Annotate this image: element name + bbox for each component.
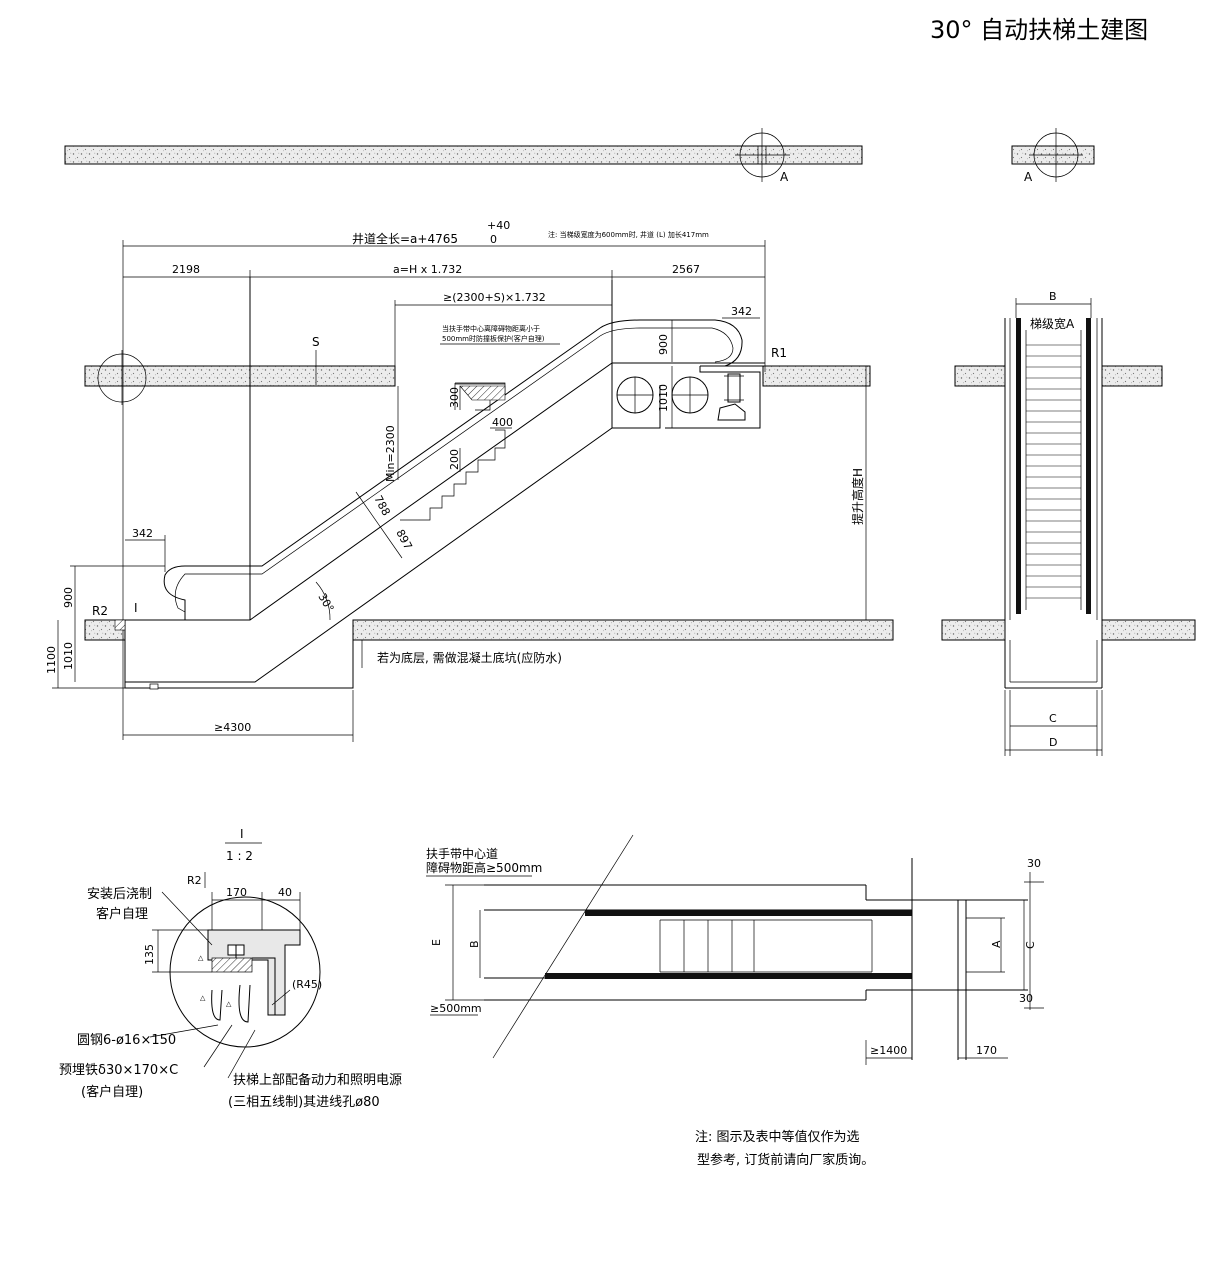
truss-top-chord [185, 362, 765, 621]
dim-897: 897 [393, 527, 414, 552]
dim-2300s: ≥(2300+S)×1.732 [443, 291, 546, 304]
detail-power-1: 扶梯上部配备动力和照明电源 [233, 1072, 402, 1088]
lower-floor-slab-right [352, 619, 894, 641]
dim-900-top: 900 [657, 334, 670, 355]
plan-clear-note-2: 障碍物距高≥500mm [426, 860, 542, 875]
elevation-view: 井道全长=a+4765 +40 0 注: 当梯级宽度为600mm时, 井道 (L… [45, 219, 894, 742]
plan-dim-a: A [990, 940, 1003, 948]
dim-342-top: 342 [731, 305, 752, 318]
page-title: 30° 自动扶梯土建图 [930, 16, 1148, 44]
label-s: S [312, 335, 320, 349]
dim-2567: 2567 [672, 263, 700, 276]
detail-plate-2: (客户自理) [81, 1084, 143, 1100]
detail-cast-note-1: 安装后浇制 [87, 887, 152, 902]
detail-r2: R2 [187, 874, 202, 887]
cs-step-width: 梯级宽A [1030, 316, 1075, 331]
detail-scale: 1 : 2 [226, 849, 253, 863]
upper-landing-slab [762, 365, 871, 387]
detail-i-view: I 1 : 2 △ △ △ R2 170 40 135 (R45) 安装后浇制 … [59, 827, 402, 1110]
plan-clear-note-1: 扶手带中心道 [426, 846, 498, 861]
dim-4300: ≥4300 [214, 721, 251, 734]
plan-dim-500: ≥500mm [430, 1002, 482, 1015]
cs-dim-d: D [1049, 736, 1057, 749]
svg-text:△: △ [226, 1000, 232, 1008]
small-slab-strip: A [1011, 128, 1095, 184]
detail-d135: 135 [143, 944, 156, 965]
dim-342-bottom: 342 [132, 527, 153, 540]
svg-text:△: △ [200, 994, 206, 1002]
cs-dim-b: B [1049, 290, 1057, 303]
plan-dim-170: 170 [976, 1044, 997, 1057]
dim-tolerance-upper: +40 [487, 219, 510, 232]
svg-text:△: △ [198, 954, 204, 962]
cross-section-view: B 梯级宽A C D [941, 290, 1196, 756]
top-slab-strip: A [64, 128, 863, 184]
label-i: I [134, 601, 138, 615]
angle-label: 30° [315, 591, 336, 614]
dim-788: 788 [371, 493, 392, 518]
cs-dim-c: C [1049, 712, 1057, 725]
plan-dim-b: B [468, 940, 481, 948]
plan-dim-1400: ≥1400 [870, 1044, 907, 1057]
plan-dim-c: C [1024, 941, 1037, 949]
section-marker-a-left: A [780, 170, 789, 184]
note-line-2: 型参考, 订货前请向厂家质询。 [697, 1152, 874, 1168]
detail-power-2: (三相五线制)其进线孔ø80 [228, 1095, 380, 1110]
pit-note: 若为底层, 需做混凝土底坑(应防水) [377, 650, 562, 665]
handrail-note-2: 500mm时防撞板保护(客户自理) [442, 334, 545, 343]
dim-1010-bottom: 1010 [62, 642, 75, 670]
detail-cast-note-2: 客户自理 [96, 906, 148, 922]
cross-section-steps [1026, 344, 1081, 599]
plan-dim-30-top: 30 [1027, 857, 1041, 870]
section-marker-a-right: A [1024, 170, 1033, 184]
plan-dim-30-bottom: 30 [1019, 992, 1033, 1005]
dim-tolerance-lower: 0 [490, 233, 497, 246]
dim-a: a=H x 1.732 [393, 263, 462, 276]
dim-900-bottom: 900 [62, 587, 75, 608]
dim-total-length: 井道全长=a+4765 [352, 231, 458, 246]
step-width-note: 注: 当梯级宽度为600mm时, 井道 (L) 加长417mm [548, 230, 709, 239]
dim-300: 300 [448, 387, 461, 408]
detail-d40: 40 [278, 886, 292, 899]
plan-dim-e: E [430, 939, 443, 946]
plan-view: 扶手带中心道 障碍物距高≥500mm E B A C 30 30 ≥500mm … [426, 834, 1044, 1065]
label-r1: R1 [771, 346, 787, 360]
handrail [163, 319, 743, 620]
rise-height-label: 提升高度H [850, 468, 865, 525]
handrail-note-1: 当扶手带中心离障碍物距离小于 [442, 324, 540, 333]
dim-1100: 1100 [45, 646, 58, 674]
dim-400: 400 [492, 416, 513, 429]
detail-plate-1: 预埋铁δ30×170×C [59, 1063, 178, 1078]
lower-pit [124, 620, 354, 689]
detail-id: I [240, 827, 244, 841]
upper-floor-slab [84, 365, 396, 387]
dim-min2300: Min=2300 [384, 425, 397, 482]
detail-d170: 170 [226, 886, 247, 899]
dim-2198: 2198 [172, 263, 200, 276]
label-r2: R2 [92, 604, 108, 618]
note-line-1: 注: 图示及表中等值仅作为选 [695, 1129, 860, 1145]
drive-motor [727, 373, 741, 403]
dim-1010-top: 1010 [657, 384, 670, 412]
dim-200: 200 [448, 449, 461, 470]
detail-r45: (R45) [292, 978, 322, 991]
